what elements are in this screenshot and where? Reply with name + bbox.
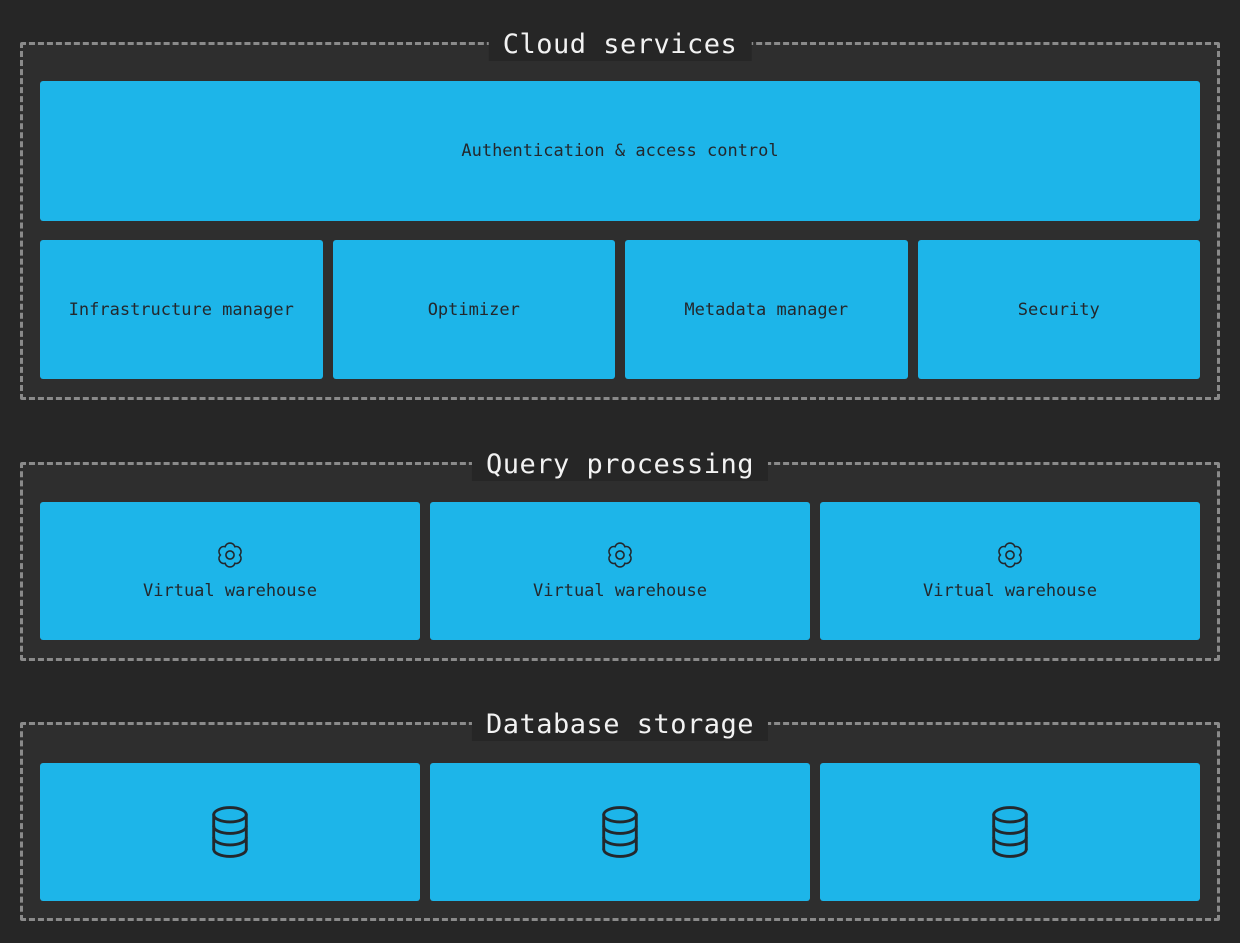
database-box [820, 763, 1200, 901]
virtual-warehouse-box: Virtual warehouse [40, 502, 420, 640]
database-icon [987, 805, 1033, 859]
optimizer-box: Optimizer [332, 240, 615, 379]
query-processing-section: Query processing Virtual warehouse [20, 448, 1220, 661]
auth-access-control-label: Authentication & access control [461, 141, 779, 161]
database-icon [207, 805, 253, 859]
optimizer-label: Optimizer [427, 299, 520, 320]
infrastructure-manager-label: Infrastructure manager [68, 299, 294, 320]
auth-access-control-box: Authentication & access control [40, 81, 1200, 221]
database-storage-section: Database storage [20, 708, 1220, 921]
query-processing-row: Virtual warehouse Virtual warehouse [40, 502, 1200, 640]
gear-icon [217, 541, 243, 568]
metadata-manager-box: Metadata manager [625, 240, 908, 379]
section-title-query-processing: Query processing [471, 448, 769, 481]
section-title-database-storage: Database storage [471, 708, 769, 741]
cloud-services-row: Infrastructure manager Optimizer Metadat… [40, 240, 1200, 379]
gear-icon [997, 541, 1023, 568]
database-box [40, 763, 420, 901]
gear-icon [607, 541, 633, 568]
security-box: Security [917, 240, 1200, 379]
database-box [430, 763, 810, 901]
section-title-cloud-services: Cloud services [488, 28, 752, 61]
cloud-services-section: Cloud services Authentication & access c… [20, 28, 1220, 400]
virtual-warehouse-label: Virtual warehouse [923, 580, 1097, 601]
virtual-warehouse-label: Virtual warehouse [533, 580, 707, 601]
database-storage-row [40, 763, 1200, 901]
virtual-warehouse-label: Virtual warehouse [143, 580, 317, 601]
database-icon [597, 805, 643, 859]
virtual-warehouse-box: Virtual warehouse [430, 502, 810, 640]
infrastructure-manager-box: Infrastructure manager [40, 240, 323, 379]
virtual-warehouse-box: Virtual warehouse [820, 502, 1200, 640]
security-label: Security [1017, 299, 1100, 320]
metadata-manager-label: Metadata manager [684, 299, 849, 320]
